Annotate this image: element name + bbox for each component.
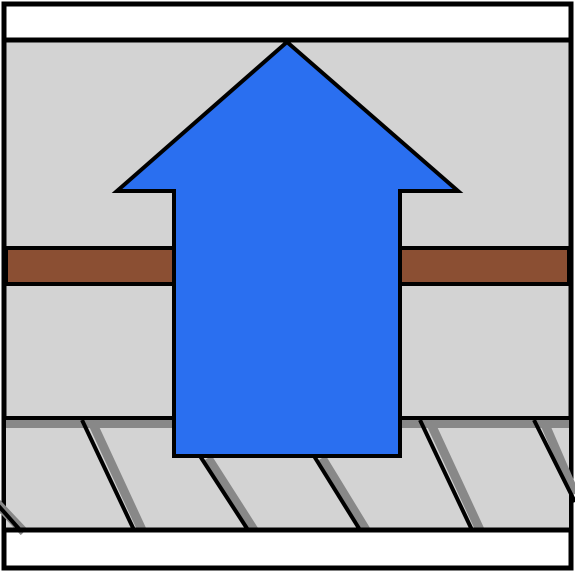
hatch-lines — [0, 419, 575, 532]
bottom-band — [1, 527, 574, 571]
top-band — [1, 1, 574, 43]
up-arrow — [111, 39, 464, 458]
